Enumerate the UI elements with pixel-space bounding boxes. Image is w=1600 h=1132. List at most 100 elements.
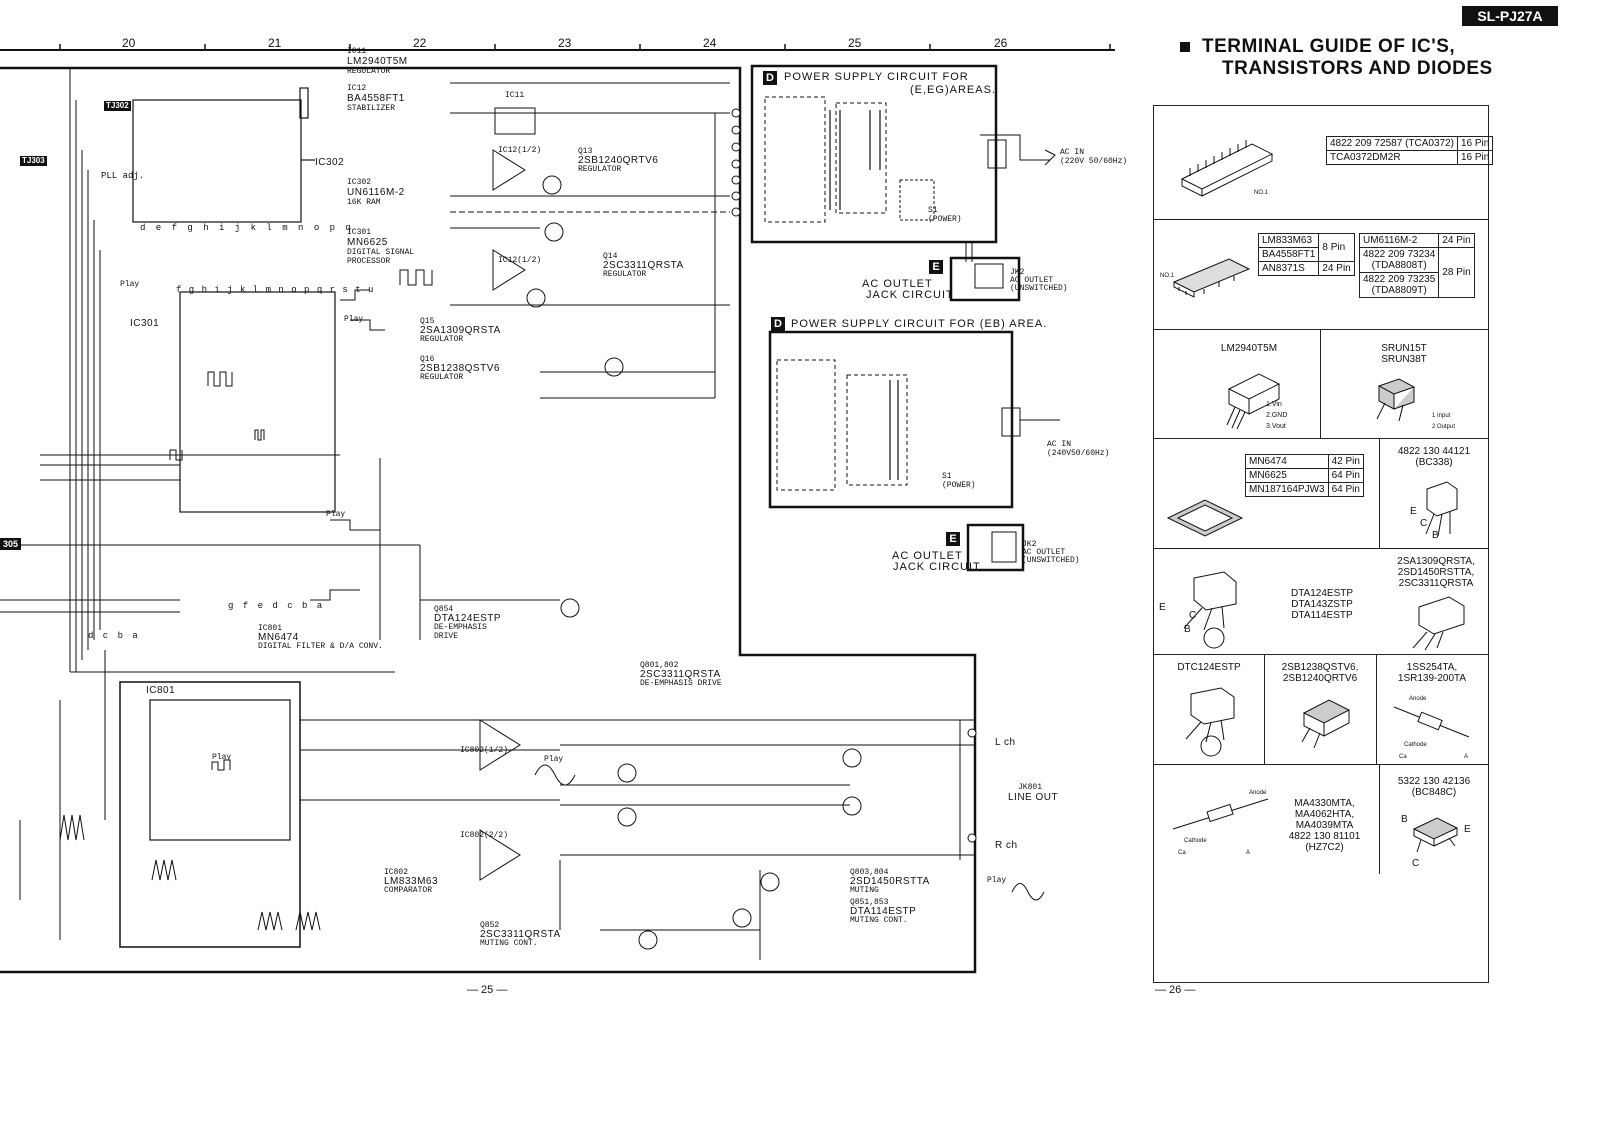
component-label: 2SB1240QRTV6 <box>578 155 659 166</box>
section-badge-d: D <box>763 71 777 85</box>
component-label: DIGITAL SIGNAL <box>347 248 415 257</box>
pin-gnd: 2.GND <box>1266 412 1288 419</box>
column-26: 26 <box>994 36 1008 50</box>
guide-row-7: Anode Cathode Ca A MA4330MTA, MA4062HTA,… <box>1154 764 1488 980</box>
ac-in-label-2: AC IN <box>1047 440 1072 449</box>
smd-ic-package-icon <box>1172 258 1251 298</box>
um6116-cell: UM6116M-2 <box>1358 233 1440 248</box>
srun15t: SRUN15T <box>1381 343 1427 354</box>
component-label: IC802 <box>384 868 409 877</box>
bus-lines <box>0 68 421 940</box>
pin-e: E <box>1159 602 1166 613</box>
ic12a-label: IC12(1/2) <box>498 146 542 155</box>
play-label: Play <box>344 315 364 324</box>
pin-count-cell: 42 Pin <box>1327 454 1364 469</box>
component-label: IC11 <box>347 47 367 56</box>
ic302-box-label: IC302 <box>315 157 345 168</box>
section-badge-e: E <box>946 532 960 546</box>
power-transistor-icon <box>1412 596 1465 651</box>
component-label: REGULATOR <box>347 67 391 76</box>
dpak-transistor-icon <box>1301 699 1351 749</box>
play-label: Play <box>212 753 232 762</box>
srun-title: SRUN15T SRUN38T <box>1344 343 1464 365</box>
power-switch-label-1: S1 (POWER) <box>928 206 962 224</box>
component-label: DTA124ESTP <box>434 613 502 624</box>
component-label: REGULATOR <box>420 335 464 344</box>
component-label: STABILIZER <box>347 104 396 113</box>
2sd1450: 2SD1450RSTTA, <box>1397 567 1475 578</box>
pin-c: C <box>1189 610 1197 621</box>
test-jack-tj303: TJ303 <box>20 156 47 166</box>
ic802a-label: IC802(1/2) <box>460 746 509 755</box>
ac-in-label-1: AC IN <box>1060 148 1085 157</box>
component-label: Q801,802 <box>640 661 679 670</box>
dtc124estp: DTC124ESTP <box>1177 662 1241 673</box>
component-label: MN6625 <box>347 237 388 248</box>
title-line-2: TRANSISTORS AND DIODES <box>1222 58 1493 79</box>
ic302-bottom-pins: d e f g h i j k l m n o p q <box>140 223 354 233</box>
column-23: 23 <box>558 36 572 50</box>
ma4062: MA4062HTA, <box>1294 809 1355 820</box>
power-supply-areas-1: (E,EG)AREAS. <box>910 84 996 96</box>
mn6474-cell: MN6474 <box>1245 454 1329 469</box>
qfp-package-icon <box>1166 499 1244 537</box>
column-21: 21 <box>268 36 282 50</box>
title-line-1: TERMINAL GUIDE OF IC'S, <box>1202 36 1456 57</box>
jack-circuit-label-2: JACK CIRCUIT <box>893 561 981 573</box>
pin-count-cell: 16 Pin <box>1456 150 1494 165</box>
ac-in-voltage-2: (240V50/60Hz) <box>1047 449 1110 458</box>
2sb-list: 2SB1238QSTV6, 2SB1240QRTV6 <box>1266 662 1374 684</box>
bc338-part: 4822 130 44121 <box>1397 446 1471 457</box>
axial-diode-icon <box>1393 706 1470 738</box>
component-label: UN6116M-2 <box>347 187 405 198</box>
jk2-label-1: JK2 <box>1010 268 1025 277</box>
diode-ca: Ca <box>1399 754 1407 760</box>
diode-a: A <box>1464 754 1469 760</box>
component-label: Q851,853 <box>850 898 889 907</box>
cathode-label: Cathode <box>1184 838 1207 844</box>
component-label: REGULATOR <box>420 373 464 382</box>
pin-count-cell: 8 Pin <box>1318 233 1355 262</box>
digital-transistor-icon <box>1183 571 1237 649</box>
jack-circuit-label-1: JACK CIRCUIT <box>866 289 954 301</box>
lm2940-pin-list: 1.Vin 2.GND 3.Vout <box>1266 399 1287 432</box>
component-label: IC301 <box>347 228 372 237</box>
ac-outlet-label-1: AC OUTLET <box>862 278 933 290</box>
terminal-guide-title: TERMINAL GUIDE OF IC'S, TRANSISTORS AND … <box>1180 36 1493 80</box>
play-label: Play <box>544 755 564 764</box>
component-label: BA4558FT1 <box>347 93 405 104</box>
pin-1-label: NO.1 <box>1254 190 1269 196</box>
unswitched-2a: AC OUTLET <box>1022 548 1066 557</box>
dta114estp: DTA114ESTP <box>1291 610 1353 621</box>
column-24: 24 <box>703 36 717 50</box>
pin-b: B <box>1401 814 1408 825</box>
component-label: MN6474 <box>258 632 299 643</box>
connector-cn11 <box>731 108 741 217</box>
pin-vin: 1.Vin <box>1266 401 1282 408</box>
dip16-package-icon <box>1180 140 1274 197</box>
an8371s-cell: AN8371S <box>1257 261 1320 276</box>
component-label: 2SC3311QRSTA <box>603 260 684 271</box>
ic801-box-label: IC801 <box>146 685 176 696</box>
diode-a: A <box>1246 850 1251 856</box>
power-supply-title-1: POWER SUPPLY CIRCUIT FOR <box>784 71 969 83</box>
mn6625-cell: MN6625 <box>1245 468 1329 483</box>
section-badge-d: D <box>771 317 785 331</box>
sot23-package-icon <box>1412 817 1459 853</box>
section-badge-e: E <box>929 260 943 274</box>
guide-row-3: LM2940T5M 1.Vin 2.GND 3.Vout SRUN15T SRU… <box>1154 329 1488 439</box>
power-supply-box-1 <box>750 64 1056 244</box>
ic301-top-pins: f g h i j k l m n o p q r s t u <box>176 285 375 295</box>
component-label: 2SC3311QRSTA <box>640 669 721 680</box>
pin-e: E <box>1410 506 1417 517</box>
power-switch-label-2: S1 (POWER) <box>942 472 976 490</box>
pin-count-cell: 64 Pin <box>1327 482 1364 497</box>
ic301-box-label: IC301 <box>130 318 160 329</box>
bullet-square-icon <box>1180 41 1190 52</box>
component-label: DTA114ESTP <box>850 906 917 917</box>
ic801-left-pins: d c b a <box>88 631 140 641</box>
component-label: DE-EMPHASIS <box>434 623 487 632</box>
column-25: 25 <box>848 36 862 50</box>
audio-section <box>300 598 977 960</box>
ic302-chip <box>132 87 315 223</box>
